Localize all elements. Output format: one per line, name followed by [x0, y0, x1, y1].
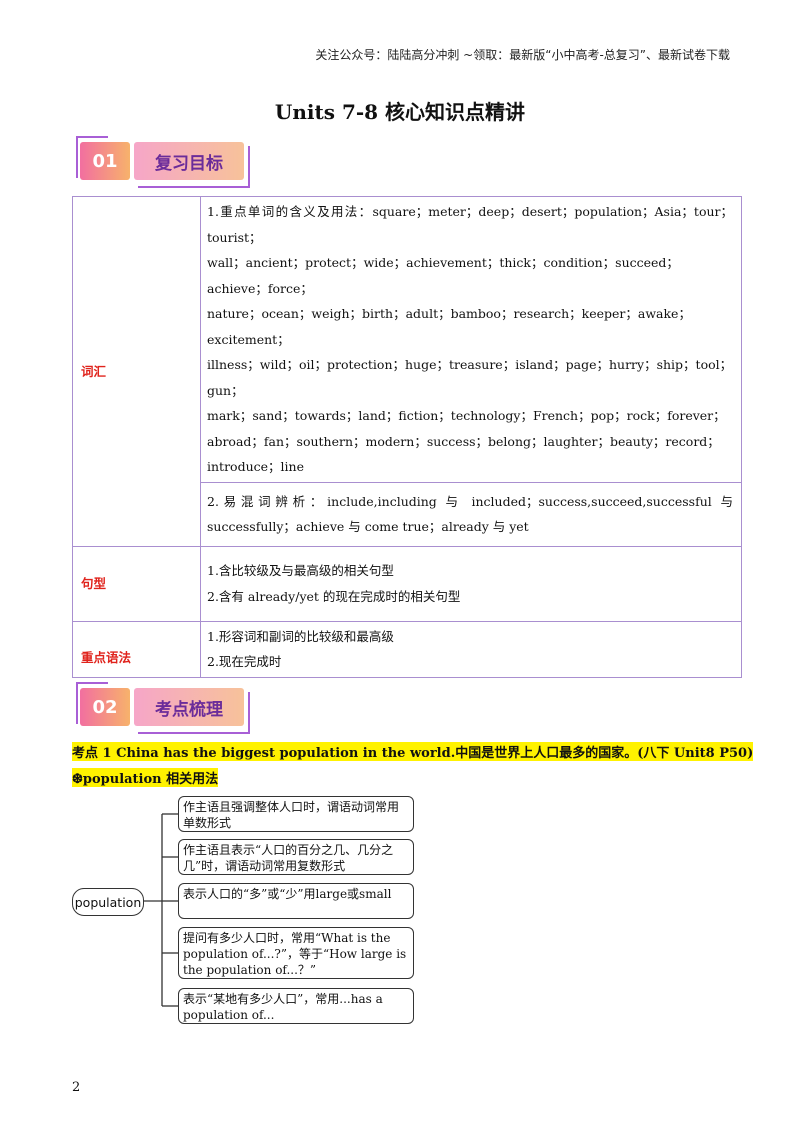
table-row: 词汇 1.重点单词的含义及用法：square；meter；deep；desert… [72, 196, 742, 547]
key-point-subheading: ❆population 相关用法 [72, 768, 219, 787]
grammar-cell: 1.形容词和副词的比较级和最高级 2.现在完成时 [200, 620, 742, 678]
vocab-line: wall；ancient；protect；wide；achievement；th… [207, 255, 679, 296]
grammar-line: 2.现在完成时 [207, 654, 282, 669]
vocab-label: 词汇 [72, 196, 201, 547]
section-number: 02 [80, 688, 130, 726]
section-label: 复习目标 [134, 142, 244, 180]
mindmap-branch: 提问有多少人口时，常用“What is the population of...… [178, 927, 414, 979]
vocab-line: nature；ocean；weigh；birth；adult；bamboo；re… [207, 306, 691, 347]
vocab-line: illness；wild；oil；protection；huge；treasur… [207, 357, 733, 398]
grammar-line: 1.形容词和副词的比较级和最高级 [207, 628, 394, 644]
section-number: 01 [80, 142, 130, 180]
key-point-heading: 考点 1 China has the biggest population in… [72, 742, 754, 761]
sentence-cell: 1.含比较级及与最高级的相关句型 2.含有 already/yet 的现在完成时… [200, 545, 742, 622]
mindmap-branch: 作主语且强调整体人口时，谓语动词常用单数形式 [178, 796, 414, 832]
table-row: 句型 1.含比较级及与最高级的相关句型 2.含有 already/yet 的现在… [72, 545, 742, 622]
vocab-line: mark；sand；towards；land；fiction；technolog… [207, 408, 726, 474]
sentence-line: 1.含比较级及与最高级的相关句型 [207, 563, 394, 578]
section-label: 考点梳理 [134, 688, 244, 726]
review-objectives-table: 词汇 1.重点单词的含义及用法：square；meter；deep；desert… [72, 196, 742, 678]
section-badge-01: 01 复习目标 [72, 136, 250, 188]
grammar-label: 重点语法 [72, 620, 201, 678]
section-badge-02: 02 考点梳理 [72, 682, 250, 734]
mindmap-root: population [72, 888, 144, 916]
mindmap-branch: 表示“某地有多少人口”，常用...has a population of... [178, 988, 414, 1024]
confusing-line: 2.易混词辨析：include,including 与 included；suc… [207, 493, 733, 535]
sentence-label: 句型 [72, 545, 201, 622]
mindmap-branch: 表示人口的“多”或“少”用large或small [178, 883, 414, 919]
mindmap-branch: 作主语且表示“人口的百分之几、几分之几”时，谓语动词常用复数形式 [178, 839, 414, 875]
vocab-cell: 1.重点单词的含义及用法：square；meter；deep；desert；po… [200, 196, 742, 483]
page-number: 2 [72, 1080, 81, 1095]
sentence-line: 2.含有 already/yet 的现在完成时的相关句型 [207, 588, 461, 604]
vocab-line: 1.重点单词的含义及用法：square；meter；deep；desert；po… [207, 204, 733, 245]
page-title: Units 7-8 核心知识点精讲 [274, 100, 526, 124]
table-row: 重点语法 1.形容词和副词的比较级和最高级 2.现在完成时 [72, 620, 742, 678]
header-note: 关注公众号：陆陆高分冲刺 ~领取：最新版“小中高考-总复习”、最新试卷下载 [315, 48, 730, 62]
